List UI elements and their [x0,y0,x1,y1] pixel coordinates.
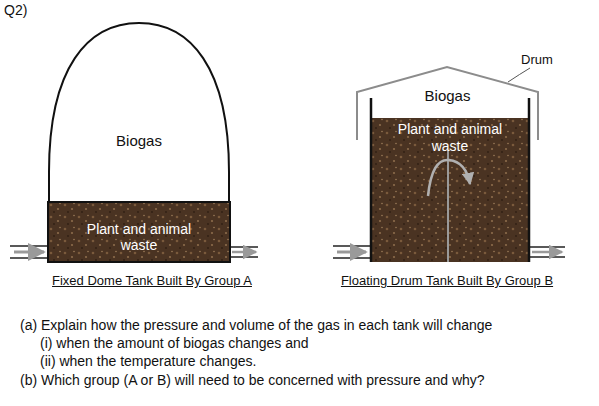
question-text: (a) Explain how the pressure and volume … [20,317,492,333]
question-text: (ii) when the temperature changes. [40,353,256,369]
node-text: Biogas [69,132,209,150]
leader-line [508,68,530,82]
part-label: Drum [521,52,553,67]
waste-layer: Plant and animal waste [48,202,230,262]
node-text: Biogas [378,87,518,105]
dome-tank: BiogasPlant and animal waste [48,22,230,262]
outlet-pipe [230,247,258,257]
inlet-pipe [333,246,370,258]
question-text: (i) when the amount of biogas changes an… [40,335,309,351]
flow-arrow [532,251,562,254]
flow-arrow [14,251,44,254]
inlet-pipe [10,246,48,258]
flow-arrow [337,251,366,254]
node-text: Plant and animal waste [84,221,194,253]
node-text: Plant and animal waste [395,121,505,155]
question-number: Q2) [4,2,27,18]
flow-arrow [232,251,256,254]
tank-caption: Fixed Dome Tank Built By Group A [52,273,252,288]
question-text: (b) Which group (A or B) will need to be… [20,372,485,388]
tank-caption: Floating Drum Tank Built By Group B [341,273,553,288]
outlet-pipe [530,247,565,257]
waste-tank: Plant and animal waste [370,118,530,262]
